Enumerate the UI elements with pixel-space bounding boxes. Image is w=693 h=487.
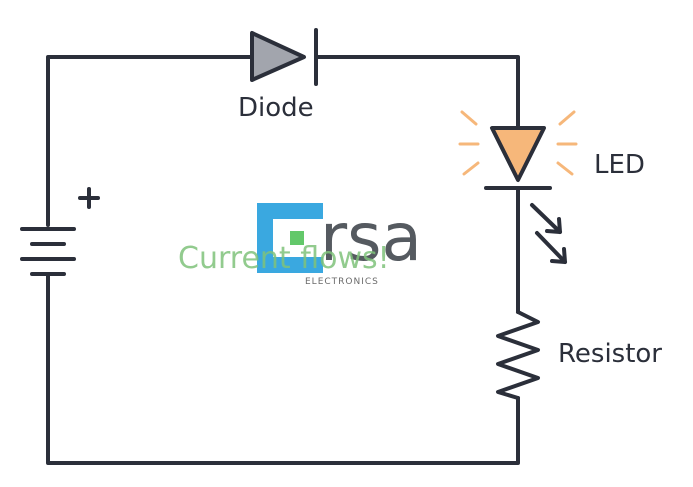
battery-symbol [20,227,76,276]
led-symbol [484,126,552,190]
watermark-subtitle: ELECTRONICS [305,277,379,287]
led-glow-rays-icon [458,110,578,176]
led-light-arrows-icon [530,203,567,264]
diode-label: Diode [238,93,314,123]
resistor-symbol [496,310,540,400]
diode-symbol [250,28,318,86]
wire-top-left [46,55,254,227]
resistor-label: Resistor [558,339,662,369]
wire-bottom [46,274,520,465]
watermark-logo-mark-icon [257,203,323,273]
current-annotation: Current flows! [178,241,390,276]
wire-top-right [314,55,520,130]
watermark-wordmark: rsa [320,199,422,276]
led-label: LED [594,150,645,180]
battery-plus-icon [78,187,100,209]
